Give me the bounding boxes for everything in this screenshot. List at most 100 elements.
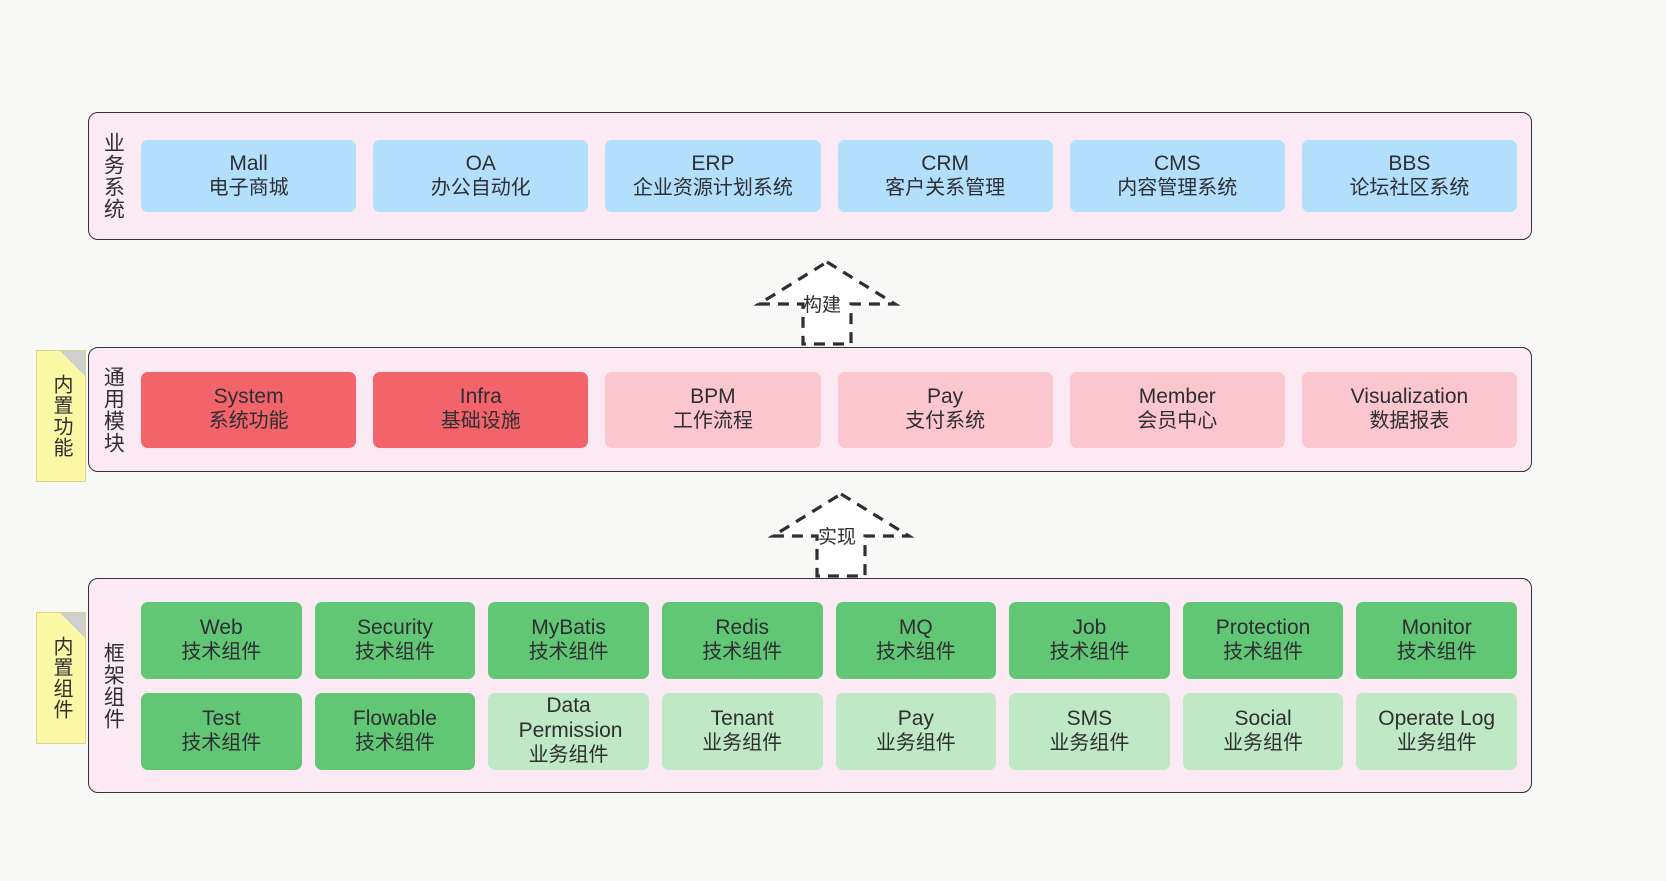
card-mybatis-title: MyBatis (531, 615, 606, 639)
card-member[interactable]: Member 会员中心 (1069, 371, 1285, 448)
card-job-title: Job (1072, 615, 1107, 639)
layer-body-business-system: Mall 电子商城 OA 办公自动化 ERP 企业资源计划系统 CRM 客户关系… (135, 113, 1531, 239)
note-builtin-features: 内置功能 (36, 350, 86, 482)
card-visualization[interactable]: Visualization 数据报表 (1301, 371, 1518, 448)
note-builtin-features-text: 内置功能 (50, 374, 72, 458)
row-business-components: Test 技术组件 Flowable 技术组件 Data Permission … (141, 692, 1517, 770)
card-pay-module-title: Pay (927, 385, 964, 409)
build-arrow-shape (753, 260, 901, 346)
card-infra-desc: 基础设施 (440, 410, 521, 433)
card-cms-desc: 内容管理系统 (1117, 176, 1238, 199)
card-sms[interactable]: SMS 业务组件 (1009, 692, 1170, 770)
card-pay-component-desc: 业务组件 (875, 731, 956, 754)
card-visualization-title: Visualization (1350, 385, 1469, 409)
card-mybatis-desc: 技术组件 (528, 640, 609, 663)
card-data-permission-title: Data Permission (518, 694, 623, 743)
card-tenant-desc: 业务组件 (702, 731, 783, 754)
card-visualization-desc: 数据报表 (1369, 410, 1450, 433)
card-system-title: System (213, 385, 284, 409)
card-monitor-title: Monitor (1401, 615, 1472, 639)
card-member-desc: 会员中心 (1137, 410, 1218, 433)
card-mq[interactable]: MQ 技术组件 (835, 601, 997, 679)
layer-title-business-system: 业务系统 (101, 132, 125, 220)
card-test-desc: 技术组件 (181, 731, 262, 754)
connector-realize-label: 实现 (818, 527, 857, 548)
card-bbs-desc: 论坛社区系统 (1349, 176, 1470, 199)
card-test-title: Test (202, 706, 241, 730)
card-sms-desc: 业务组件 (1049, 731, 1130, 754)
card-system-desc: 系统功能 (208, 410, 289, 433)
card-job-desc: 技术组件 (1049, 640, 1130, 663)
card-social-desc: 业务组件 (1223, 731, 1304, 754)
layer-framework-components[interactable]: 框架组件 Web 技术组件 Security 技术组件 MyBatis 技术组件… (88, 578, 1532, 793)
row-business-systems: Mall 电子商城 OA 办公自动化 ERP 企业资源计划系统 CRM 客户关系… (141, 140, 1518, 212)
card-oa[interactable]: OA 办公自动化 (373, 140, 589, 212)
card-social-title: Social (1234, 706, 1292, 730)
card-infra-title: Infra (459, 385, 502, 409)
layer-business-system[interactable]: 业务系统 Mall 电子商城 OA 办公自动化 ERP 企业资源计划系统 CRM… (88, 112, 1532, 240)
layer-body-common-modules: System 系统功能 Infra 基础设施 BPM 工作流程 Pay 支付系统… (135, 348, 1531, 471)
card-mq-desc: 技术组件 (875, 640, 956, 663)
card-web[interactable]: Web 技术组件 (141, 601, 302, 679)
card-data-permission[interactable]: Data Permission 业务组件 (488, 692, 649, 770)
card-pay-module[interactable]: Pay 支付系统 (837, 371, 1053, 448)
row-technical-components: Web 技术组件 Security 技术组件 MyBatis 技术组件 Redi… (141, 601, 1517, 679)
card-bpm[interactable]: BPM 工作流程 (605, 371, 821, 448)
card-bbs-title: BBS (1388, 151, 1431, 175)
card-security-desc: 技术组件 (354, 640, 435, 663)
card-flowable-desc: 技术组件 (354, 731, 435, 754)
connector-build-label: 构建 (803, 295, 842, 316)
card-bpm-desc: 工作流程 (672, 410, 753, 433)
connector-build: 构建 (753, 258, 901, 348)
card-cms[interactable]: CMS 内容管理系统 (1069, 140, 1285, 212)
card-crm-desc: 客户关系管理 (885, 176, 1006, 199)
layer-common-modules[interactable]: 通用模块 System 系统功能 Infra 基础设施 BPM 工作流程 Pay… (88, 347, 1532, 472)
card-security[interactable]: Security 技术组件 (314, 601, 476, 679)
card-infra[interactable]: Infra 基础设施 (373, 371, 589, 448)
card-web-title: Web (199, 615, 243, 639)
card-flowable-title: Flowable (352, 706, 437, 730)
card-mybatis[interactable]: MyBatis 技术组件 (488, 601, 649, 679)
card-bbs[interactable]: BBS 论坛社区系统 (1301, 140, 1518, 212)
card-sms-title: SMS (1066, 706, 1113, 730)
layer-title-framework-components: 框架组件 (101, 641, 125, 730)
layer-title-common-modules: 通用模块 (101, 365, 125, 454)
card-redis-desc: 技术组件 (702, 640, 783, 663)
card-protection-desc: 技术组件 (1223, 640, 1304, 663)
card-erp[interactable]: ERP 企业资源计划系统 (605, 140, 821, 212)
card-redis[interactable]: Redis 技术组件 (661, 601, 823, 679)
card-flowable[interactable]: Flowable 技术组件 (314, 692, 476, 770)
card-pay-component-title: Pay (897, 706, 934, 730)
card-system[interactable]: System 系统功能 (141, 371, 357, 448)
card-test[interactable]: Test 技术组件 (141, 692, 302, 770)
card-protection[interactable]: Protection 技术组件 (1182, 601, 1344, 679)
card-oa-desc: 办公自动化 (430, 176, 531, 199)
card-monitor[interactable]: Monitor 技术组件 (1356, 601, 1517, 679)
card-crm-title: CRM (921, 151, 970, 175)
note-builtin-components-text: 内置组件 (50, 636, 72, 720)
card-cms-title: CMS (1153, 151, 1201, 175)
card-tenant[interactable]: Tenant 业务组件 (661, 692, 823, 770)
card-data-permission-desc: 业务组件 (528, 743, 609, 766)
realize-arrow-shape (767, 492, 915, 578)
note-builtin-components: 内置组件 (36, 612, 86, 744)
card-erp-desc: 企业资源计划系统 (632, 176, 793, 199)
row-common-modules: System 系统功能 Infra 基础设施 BPM 工作流程 Pay 支付系统… (141, 371, 1518, 448)
card-bpm-title: BPM (690, 385, 736, 409)
card-job[interactable]: Job 技术组件 (1009, 601, 1170, 679)
card-pay-component[interactable]: Pay 业务组件 (835, 692, 997, 770)
card-mall-title: Mall (229, 151, 268, 175)
card-web-desc: 技术组件 (181, 640, 262, 663)
card-redis-title: Redis (715, 615, 770, 639)
card-oa-title: OA (465, 151, 496, 175)
card-monitor-desc: 技术组件 (1396, 640, 1477, 663)
card-pay-module-desc: 支付系统 (905, 410, 986, 433)
card-security-title: Security (357, 615, 433, 639)
card-mq-title: MQ (898, 615, 933, 639)
card-mall[interactable]: Mall 电子商城 (141, 140, 357, 212)
card-crm[interactable]: CRM 客户关系管理 (837, 140, 1053, 212)
card-mall-desc: 电子商城 (208, 176, 289, 199)
card-protection-title: Protection (1215, 615, 1311, 639)
card-operate-log[interactable]: Operate Log 业务组件 (1356, 692, 1517, 770)
card-social[interactable]: Social 业务组件 (1182, 692, 1344, 770)
